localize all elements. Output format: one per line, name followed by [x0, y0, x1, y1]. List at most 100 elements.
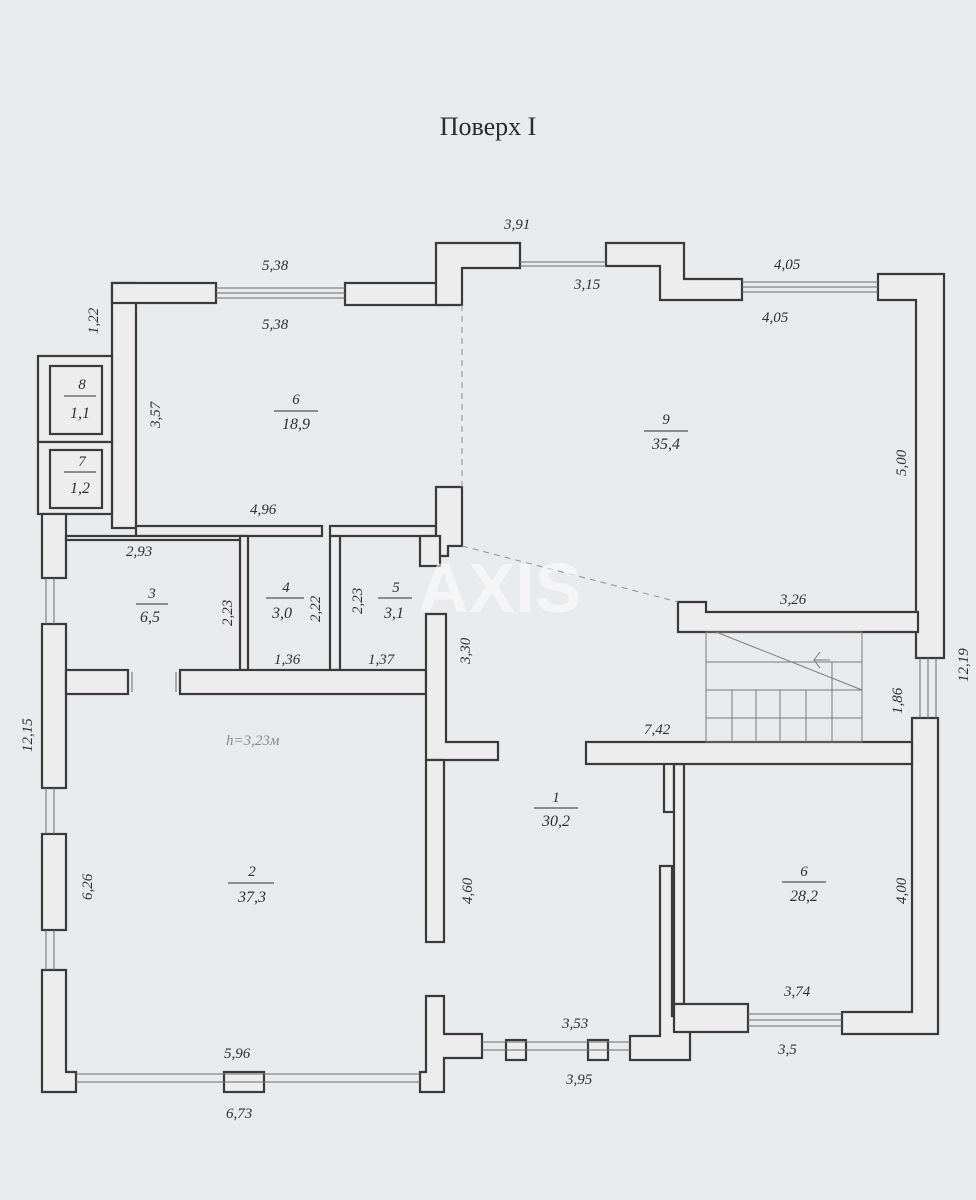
wall-top-room6-right [343, 281, 447, 307]
wall-left-1 [40, 512, 68, 580]
wall-room6b-top [584, 740, 914, 766]
dim-stair-186: 1,86 [890, 687, 906, 714]
window-top-room6 [216, 287, 345, 299]
svg-text:35,4: 35,4 [651, 436, 680, 453]
wall-rooms-bottom-right [178, 668, 428, 696]
hidden-lines [461, 305, 679, 603]
svg-text:7: 7 [78, 454, 87, 470]
window-left-2 [45, 788, 55, 834]
svg-text:3,1: 3,1 [383, 605, 404, 622]
wall-left-top [110, 281, 138, 530]
wall-room6b-bottom-left [672, 1002, 750, 1034]
doorway-room2 [131, 672, 177, 692]
wall-top-step-left [434, 241, 522, 307]
svg-text:3: 3 [147, 586, 156, 602]
wall-room3-top [64, 534, 244, 542]
window-bottom-room2 [76, 1073, 420, 1083]
room-1-label: 1 30,2 [534, 790, 578, 830]
wall-top-room6-left [110, 281, 218, 305]
wall-room6b-left [672, 762, 686, 1006]
wall-hall-bottom-right [628, 864, 692, 1062]
dim-room4-222: 2,22 [308, 595, 324, 622]
svg-text:6: 6 [800, 864, 808, 880]
wall-room4-right [328, 534, 342, 672]
window-bottom-room6b [748, 1013, 842, 1027]
dim-hall-460: 4,60 [460, 877, 476, 904]
walls [36, 241, 946, 1094]
wall-room6-bottom [134, 524, 324, 538]
wall-room8-inner [48, 364, 104, 436]
wall-rooms-bottom-left [64, 668, 130, 696]
wall-room2-hall-bottom [418, 994, 484, 1094]
window-bottom-hall [482, 1041, 630, 1051]
dim-room2-596: 5,96 [224, 1046, 251, 1062]
room-6-lower-label: 6 28,2 [782, 864, 826, 905]
svg-text:1,2: 1,2 [70, 480, 90, 497]
dim-room3-223: 2,23 [220, 600, 236, 626]
wall-room9-bottom [676, 600, 920, 634]
dim-room5-223: 2,23 [350, 588, 366, 614]
svg-text:18,9: 18,9 [282, 416, 310, 433]
room-8-label: 8 1,1 [64, 377, 96, 422]
svg-text:3,0: 3,0 [271, 605, 292, 622]
dimension-labels: 3,91 5,38 5,38 3,15 4,05 4,05 1,22 3,57 … [20, 217, 972, 1122]
dim-left-122: 1,22 [86, 307, 102, 334]
room-9-label: 9 35,4 [644, 412, 688, 453]
dim-total-1219: 12,19 [956, 648, 972, 682]
wall-left-4 [40, 968, 78, 1094]
dim-total-1215: 12,15 [20, 718, 36, 752]
svg-text:1: 1 [552, 790, 560, 806]
wall-room2-hall-top [424, 612, 500, 762]
room-3-label: 3 6,5 [136, 586, 168, 626]
svg-text:5: 5 [392, 580, 400, 596]
dim-top-405-outer: 4,05 [774, 257, 801, 273]
staircase [705, 631, 863, 743]
dim-top-405-inner: 4,05 [762, 310, 789, 326]
dim-bottom-395: 3,95 [565, 1072, 593, 1088]
floor-title: Поверх I [439, 112, 537, 141]
window-left-1 [45, 578, 55, 624]
dim-top-315: 3,15 [573, 277, 601, 293]
svg-text:28,2: 28,2 [790, 888, 818, 905]
room-7-label: 7 1,2 [64, 454, 96, 497]
dim-room6b-374: 3,74 [783, 984, 811, 1000]
dim-right-bottom: 3,5 [777, 1042, 797, 1058]
svg-text:2: 2 [248, 864, 256, 880]
dim-room5-137: 1,37 [368, 652, 396, 668]
wall-room3-right [238, 534, 250, 672]
wall-room5-right [418, 534, 442, 568]
room-6-upper-label: 6 18,9 [274, 392, 318, 433]
wall-room6-bottom-r [328, 524, 438, 538]
wall-right-lower [840, 716, 940, 1036]
room-2-label: 2 37,3 [228, 864, 274, 906]
window-top-405 [742, 281, 878, 293]
svg-text:8: 8 [78, 377, 86, 393]
room-labels: 8 1,1 7 1,2 6 18,9 9 35,4 3 6,5 4 3,0 [64, 377, 826, 906]
svg-text:37,3: 37,3 [237, 889, 266, 906]
window-left-3 [45, 930, 55, 970]
svg-text:6: 6 [292, 392, 300, 408]
dim-room6-496: 4,96 [250, 502, 277, 518]
dim-bottom-673: 6,73 [226, 1106, 252, 1122]
dim-hall-742: 7,42 [644, 722, 671, 738]
dim-room9-326: 3,26 [779, 592, 807, 608]
svg-text:1,1: 1,1 [70, 405, 90, 422]
wall-top-room9-right [876, 272, 946, 660]
svg-text:30,2: 30,2 [541, 813, 570, 830]
room-5-label: 5 3,1 [378, 580, 412, 622]
wall-left-3 [40, 832, 68, 932]
svg-text:9: 9 [662, 412, 670, 428]
dim-room6-357: 3,57 [148, 400, 164, 429]
wall-left-2 [40, 622, 68, 790]
dim-room2-626: 6,26 [80, 873, 96, 900]
wall-room6b-left-top [662, 758, 676, 814]
dim-room3-293: 2,93 [126, 544, 152, 560]
dim-top-391: 3,91 [503, 217, 530, 233]
ceiling-height-note: h=3,23м [226, 733, 280, 749]
wall-room7-inner [48, 448, 104, 510]
window-right-stair [919, 658, 937, 718]
dim-hall-353: 3,53 [561, 1016, 588, 1032]
windows [45, 261, 937, 1083]
svg-text:6,5: 6,5 [140, 609, 160, 626]
